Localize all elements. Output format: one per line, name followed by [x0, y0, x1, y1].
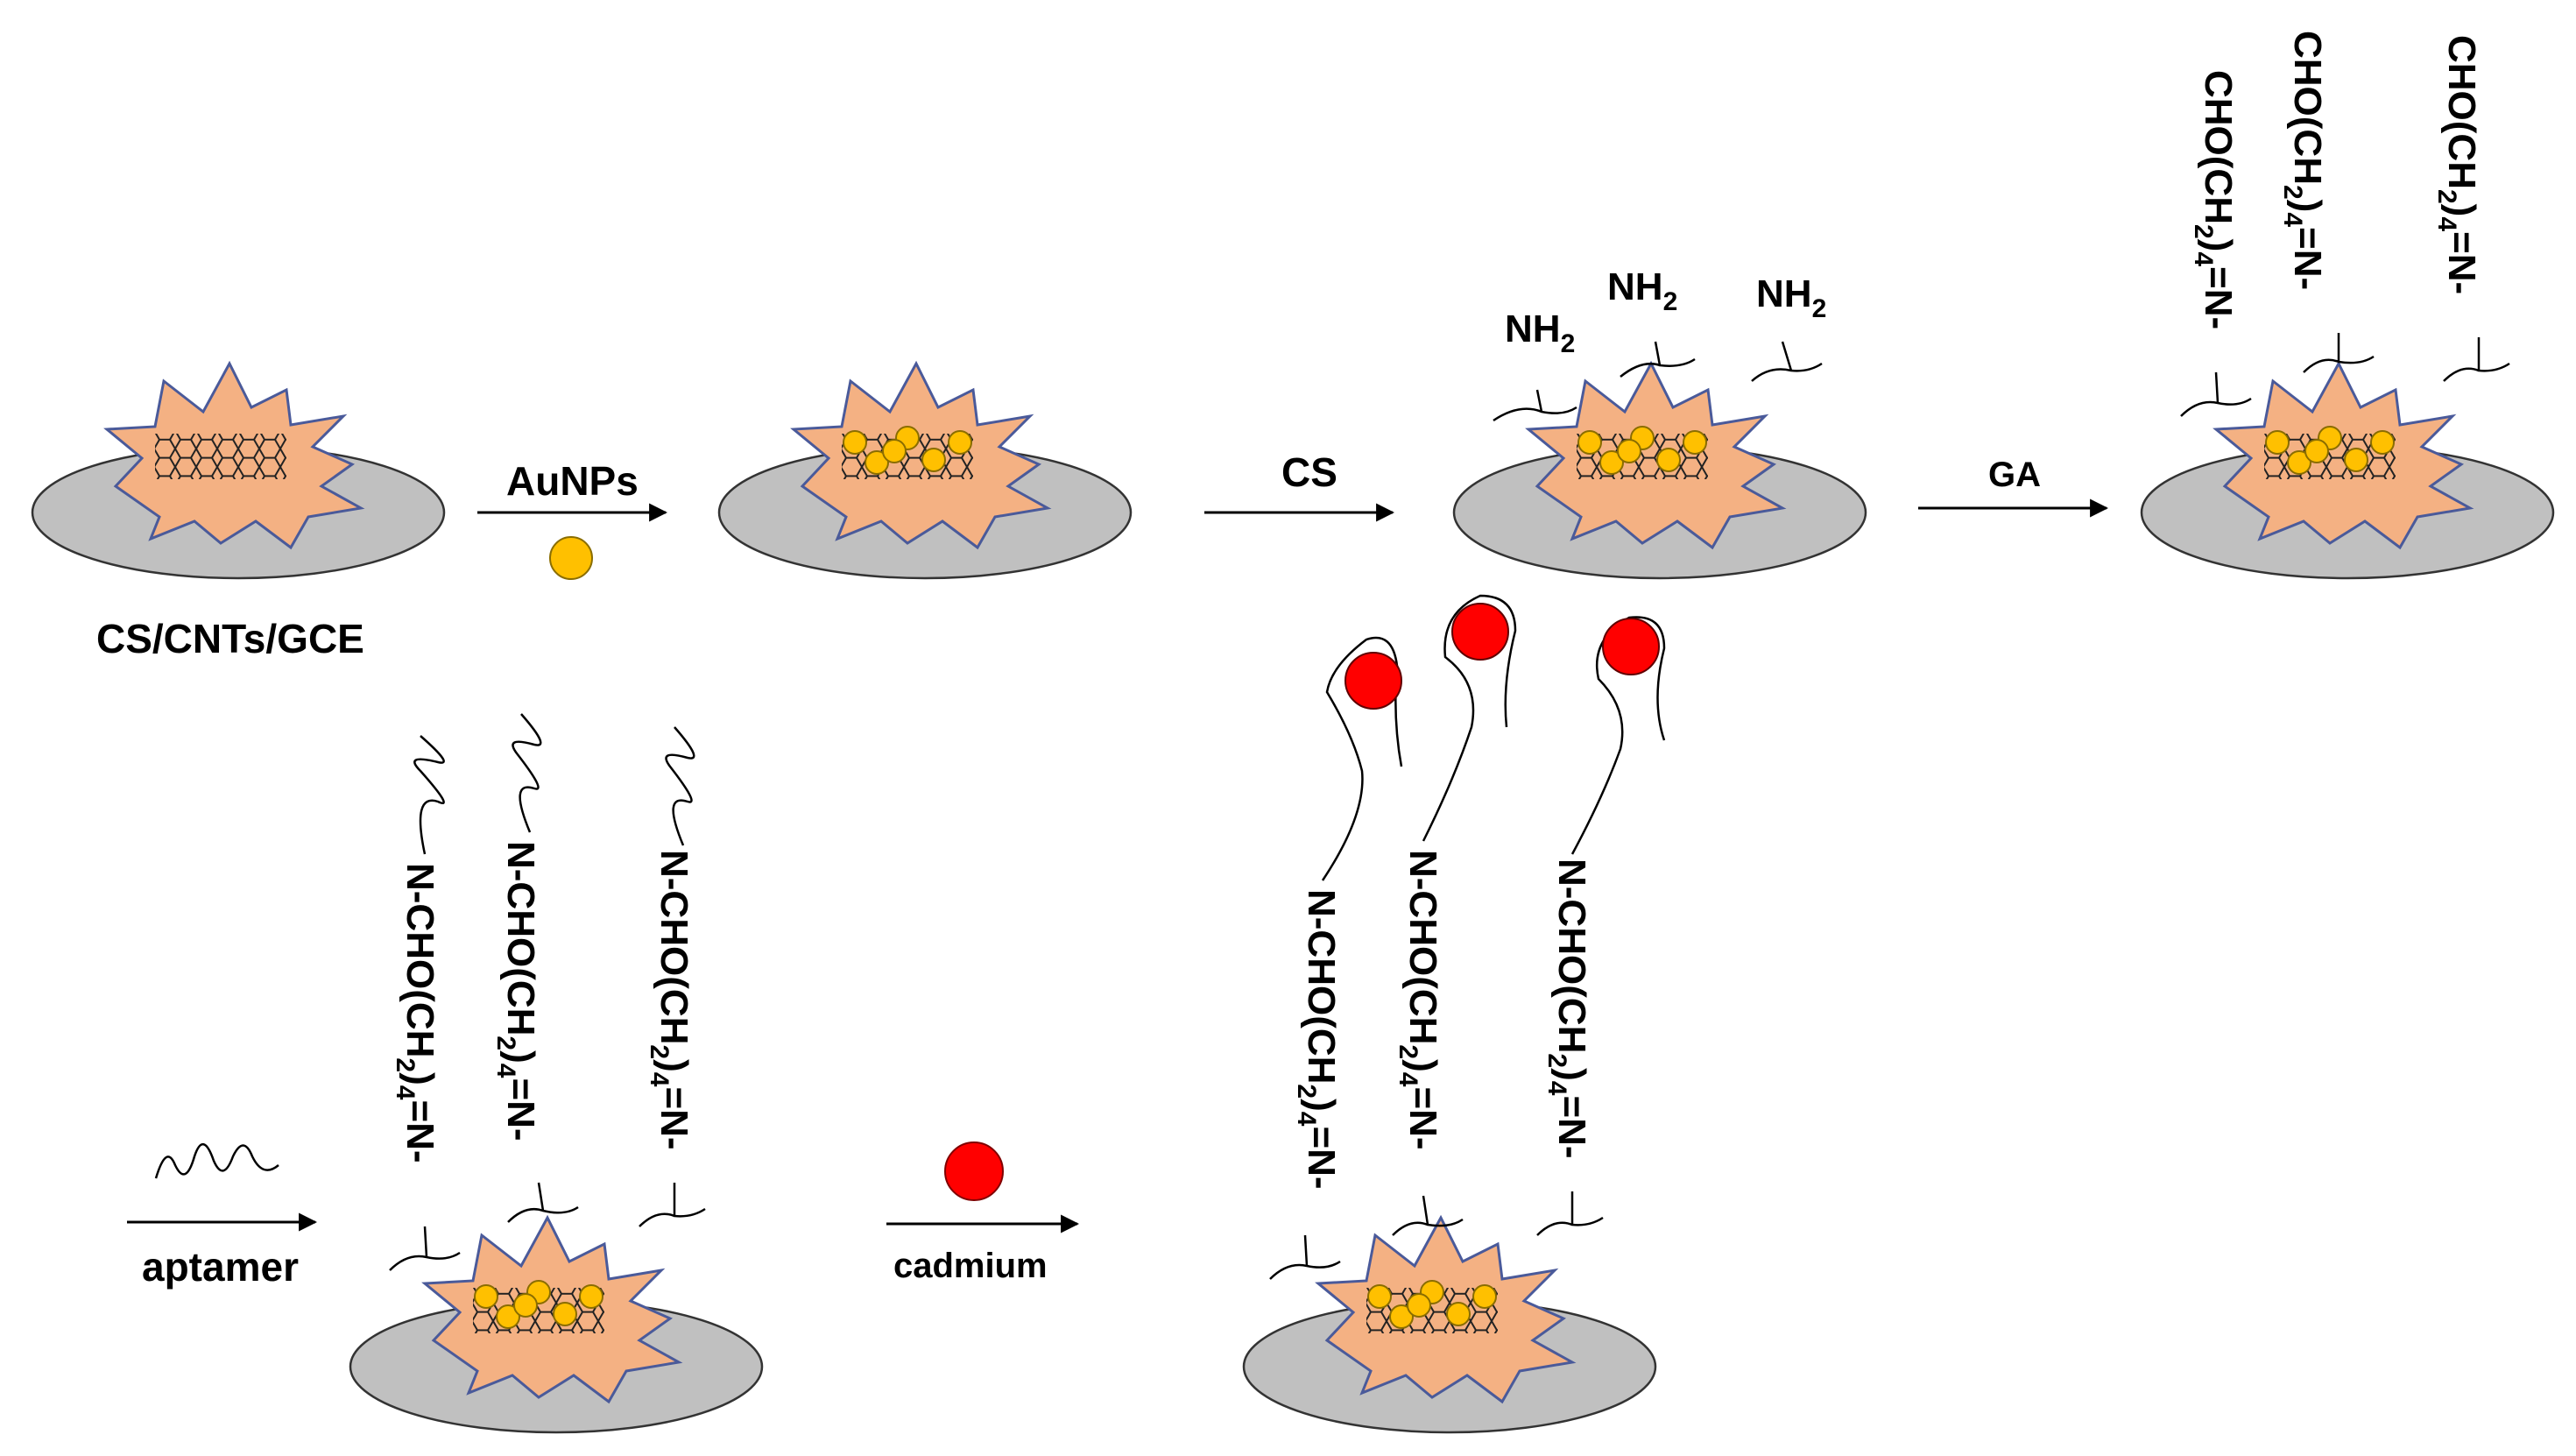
- apt-linker-label-1: N-CHO(CH2)4=N-: [391, 863, 441, 1163]
- electrode-stage-6: [1242, 1191, 1657, 1434]
- cadmium-label: cadmium: [893, 1247, 1048, 1285]
- arrow-cs: CS: [1204, 449, 1395, 522]
- ga-linker-label-1: CHO(CH2)4=N-: [2189, 70, 2240, 329]
- cd-linker-label-1: N-CHO(CH2)4=N-: [1292, 889, 1343, 1190]
- ga-linker-label-2: CHO(CH2)4=N-: [2278, 31, 2329, 290]
- svg-text:N-CHO(CH2)4=N-: N-CHO(CH2)4=N-: [1394, 850, 1444, 1150]
- svg-text:N-CHO(CH2)4=N-: N-CHO(CH2)4=N-: [645, 850, 695, 1150]
- cs-label: CS: [1281, 449, 1337, 495]
- amine-label-3: NH2: [1756, 272, 1826, 323]
- svg-text:NH2: NH2: [1505, 307, 1575, 358]
- aptamer-strand-1: [413, 735, 445, 855]
- cd-linker-label-2: N-CHO(CH2)4=N-: [1394, 850, 1444, 1150]
- apt-linker-label-2: N-CHO(CH2)4=N-: [491, 841, 542, 1141]
- aunp-icon: [549, 536, 593, 580]
- svg-text:CHO(CH2)4=N-: CHO(CH2)4=N-: [2278, 31, 2329, 290]
- arrow-ga: GA: [1918, 456, 2109, 518]
- svg-text:N-CHO(CH2)4=N-: N-CHO(CH2)4=N-: [1292, 889, 1343, 1190]
- aptamer-fold-2: [1422, 594, 1517, 842]
- amine-label-2: NH2: [1607, 265, 1677, 316]
- svg-text:N-CHO(CH2)4=N-: N-CHO(CH2)4=N-: [391, 863, 441, 1163]
- electrode-stage-1: [31, 362, 446, 580]
- cadmium-bound-3: [1602, 618, 1660, 675]
- svg-text:NH2: NH2: [1607, 265, 1677, 316]
- svg-text:N-CHO(CH2)4=N-: N-CHO(CH2)4=N-: [1542, 859, 1593, 1159]
- amine-label-1: NH2: [1505, 307, 1575, 358]
- electrode-stage-2: [717, 362, 1133, 580]
- arrow-cadmium: cadmium: [886, 1141, 1080, 1285]
- electrode-stage-4: [2140, 333, 2555, 580]
- svg-text:CHO(CH2)4=N-: CHO(CH2)4=N-: [2432, 35, 2483, 294]
- aptamer-strand-2: [512, 713, 542, 833]
- ga-linker-label-3: CHO(CH2)4=N-: [2432, 35, 2483, 294]
- cadmium-bound-2: [1451, 603, 1509, 661]
- aptamer-strand-3: [665, 726, 695, 846]
- aptamer-label: aptamer: [142, 1244, 299, 1290]
- arrow-aunps: AuNPs: [477, 458, 668, 580]
- svg-text:N-CHO(CH2)4=N-: N-CHO(CH2)4=N-: [491, 841, 542, 1141]
- aptamer-icon: [154, 1143, 279, 1179]
- svg-text:CHO(CH2)4=N-: CHO(CH2)4=N-: [2189, 70, 2240, 329]
- svg-text:NH2: NH2: [1756, 272, 1826, 323]
- electrode-stage-3: [1452, 341, 1867, 580]
- aunps-label: AuNPs: [506, 458, 639, 504]
- apt-linker-label-3: N-CHO(CH2)4=N-: [645, 850, 695, 1150]
- ga-label: GA: [1988, 456, 2041, 494]
- electrode-stage-5: [349, 1182, 764, 1434]
- cd-linker-label-3: N-CHO(CH2)4=N-: [1542, 859, 1593, 1159]
- electrode-label: CS/CNTs/GCE: [96, 616, 364, 661]
- cadmium-bound-1: [1344, 652, 1402, 710]
- aptamer-fold-3: [1570, 616, 1666, 855]
- arrow-aptamer: aptamer: [127, 1143, 318, 1290]
- cadmium-icon: [944, 1141, 1004, 1201]
